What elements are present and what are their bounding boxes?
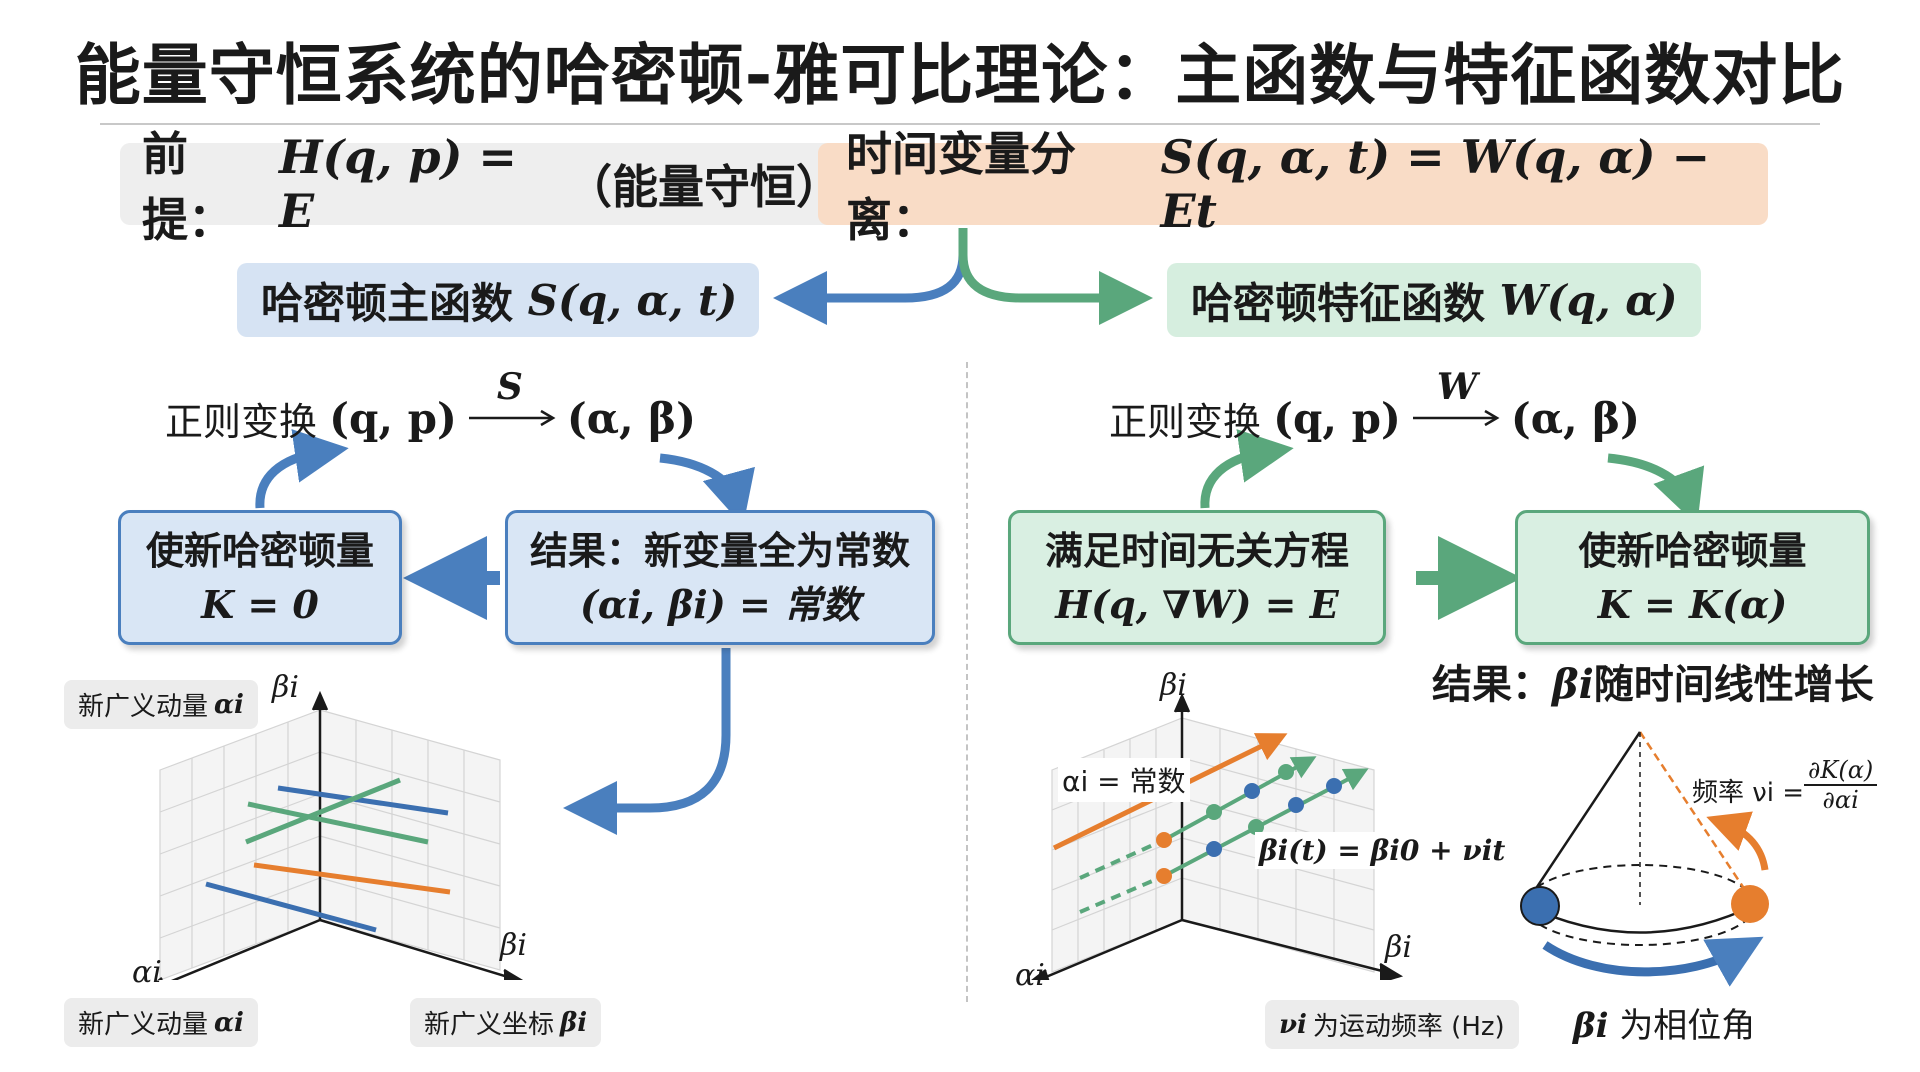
linear-growth-text: 随时间线性增长 xyxy=(1593,662,1874,708)
constant-result-line1: 结果：新变量全为常数 xyxy=(529,528,910,573)
new-hamiltonian-k-line1: 使新哈密顿量 xyxy=(1578,528,1807,573)
transform-right: 正则变换 (q, p) W (α, β) xyxy=(1109,366,1641,444)
cone-frequency-denominator: ∂αi xyxy=(1822,786,1859,814)
tag-coordinate-text: 新广义坐标 xyxy=(424,1010,555,1040)
principal-function-symbol: S(q, α, t) xyxy=(527,275,738,325)
cone-frequency-fraction: ∂K(α) ∂αi xyxy=(1804,756,1878,814)
constant-result-box: 结果：新变量全为常数 (αi, βi) = 常数 xyxy=(505,510,935,645)
cone-frequency-text: 频率 νi = xyxy=(1692,778,1805,808)
new-hamiltonian-k-line2: K = K(α) xyxy=(1597,581,1788,627)
time-independent-line1: 满足时间无关方程 xyxy=(1044,528,1349,573)
cone-phase-text: 为相位角 xyxy=(1619,1006,1756,1046)
left-plot-alpha-axis xyxy=(171,918,321,980)
characteristic-function-symbol: W(q, α) xyxy=(1499,275,1678,325)
premise-equation: H(q, p) = E xyxy=(279,130,517,238)
time-independent-line2: H(q, ∇W) = E xyxy=(1055,581,1339,627)
phase-cone-diagram xyxy=(1520,731,1769,987)
transform-left-from: (q, p) xyxy=(329,393,457,443)
new-hamiltonian-zero-line2: K = 0 xyxy=(201,581,319,627)
new-hamiltonian-zero-line1: 使新哈密顿量 xyxy=(145,528,374,573)
tag-momentum-top-sym: αi xyxy=(214,689,244,720)
transform-right-arrow: W xyxy=(1411,366,1501,438)
split-arrow-right xyxy=(958,228,1153,325)
characteristic-function-box: 哈密顿特征函数 W(q, α) xyxy=(1167,263,1701,337)
premise-prefix: 前提： xyxy=(142,127,234,247)
center-divider xyxy=(966,362,968,1002)
transform-right-from: (q, p) xyxy=(1273,393,1401,443)
left-plot-axis-alpha: αi xyxy=(132,955,162,990)
cycle-arrow-down-right xyxy=(1607,453,1705,526)
title-divider xyxy=(100,123,1820,125)
cone-frequency-numerator: ∂K(α) xyxy=(1804,756,1878,786)
constant-result-line2: (αi, βi) = 常数 xyxy=(579,581,861,627)
new-hamiltonian-k-box: 使新哈密顿量 K = K(α) xyxy=(1515,510,1870,645)
left-3d-plot xyxy=(157,690,524,980)
cone-frequency-label: 频率 νi = xyxy=(1692,772,1804,809)
transform-left-label: 正则变换 xyxy=(165,399,318,444)
right-plot-axis-beta-top: βi xyxy=(1160,668,1187,703)
premise-box: 前提： H(q, p) = E （能量守恒） xyxy=(120,127,842,247)
cycle-arrow-up-left xyxy=(255,429,349,509)
split-arrow-left xyxy=(773,228,968,325)
transform-right-arrow-label: W xyxy=(1436,366,1478,408)
tag-momentum-bottom-text: 新广义动量 xyxy=(78,1010,209,1040)
transform-left: 正则变换 (q, p) S (α, β) xyxy=(165,366,697,444)
linear-growth-symbol: βi xyxy=(1552,661,1594,708)
right-plot-constant-label: αi = 常数 xyxy=(1058,758,1190,802)
left-plot-axis-beta-top: βi xyxy=(272,670,299,705)
transform-left-arrow: S xyxy=(467,366,557,438)
right-plot-axis-beta-right: βi xyxy=(1385,930,1412,965)
tag-coordinate-sym: βi xyxy=(560,1007,588,1038)
premise-note: （能量守恒） xyxy=(565,160,842,214)
cone-phase-label: βi 为相位角 xyxy=(1573,998,1755,1047)
new-hamiltonian-zero-box: 使新哈密顿量 K = 0 xyxy=(118,510,402,645)
transform-left-to: (α, β) xyxy=(566,393,697,443)
frequency-tag-text: 为运动频率 (Hz) xyxy=(1312,1012,1505,1042)
transform-right-to: (α, β) xyxy=(1510,393,1641,443)
right-plot-axis-alpha: αi xyxy=(1015,958,1045,993)
separation-equation: S(q, α, t) = W(q, α) − Et xyxy=(1160,130,1711,238)
transform-right-label: 正则变换 xyxy=(1109,399,1262,444)
frequency-tag-sym: νi xyxy=(1279,1009,1307,1040)
transform-left-arrow-label: S xyxy=(496,366,523,408)
cone-phase-sym: βi xyxy=(1573,1006,1609,1046)
tag-momentum-bottom-sym: αi xyxy=(214,1007,244,1038)
principal-function-label: 哈密顿主函数 xyxy=(261,278,514,328)
left-plot-axis-beta-right: βi xyxy=(500,928,527,963)
characteristic-function-label: 哈密顿特征函数 xyxy=(1191,278,1486,328)
cycle-arrow-up-right xyxy=(1200,429,1294,509)
time-independent-equation-box: 满足时间无关方程 H(q, ∇W) = E xyxy=(1008,510,1386,645)
principal-function-box: 哈密顿主函数 S(q, α, t) xyxy=(237,263,759,337)
cycle-arrow-down-left xyxy=(659,453,755,527)
separation-prefix: 时间变量分离： xyxy=(846,127,1076,247)
arrow-to-plot-left xyxy=(563,648,731,835)
tag-momentum-top-text: 新广义动量 xyxy=(78,692,209,722)
right-plot-motion-equation: βi(t) = βi0 + νit xyxy=(1255,832,1510,869)
separation-box: 时间变量分离： S(q, α, t) = W(q, α) − Et xyxy=(818,127,1768,247)
linear-growth-result: 结果：βi随时间线性增长 xyxy=(1432,652,1874,710)
linear-growth-prefix: 结果： xyxy=(1432,662,1552,708)
page-title: 能量守恒系统的哈密顿-雅可比理论：主函数与特征函数对比 xyxy=(74,37,1846,114)
